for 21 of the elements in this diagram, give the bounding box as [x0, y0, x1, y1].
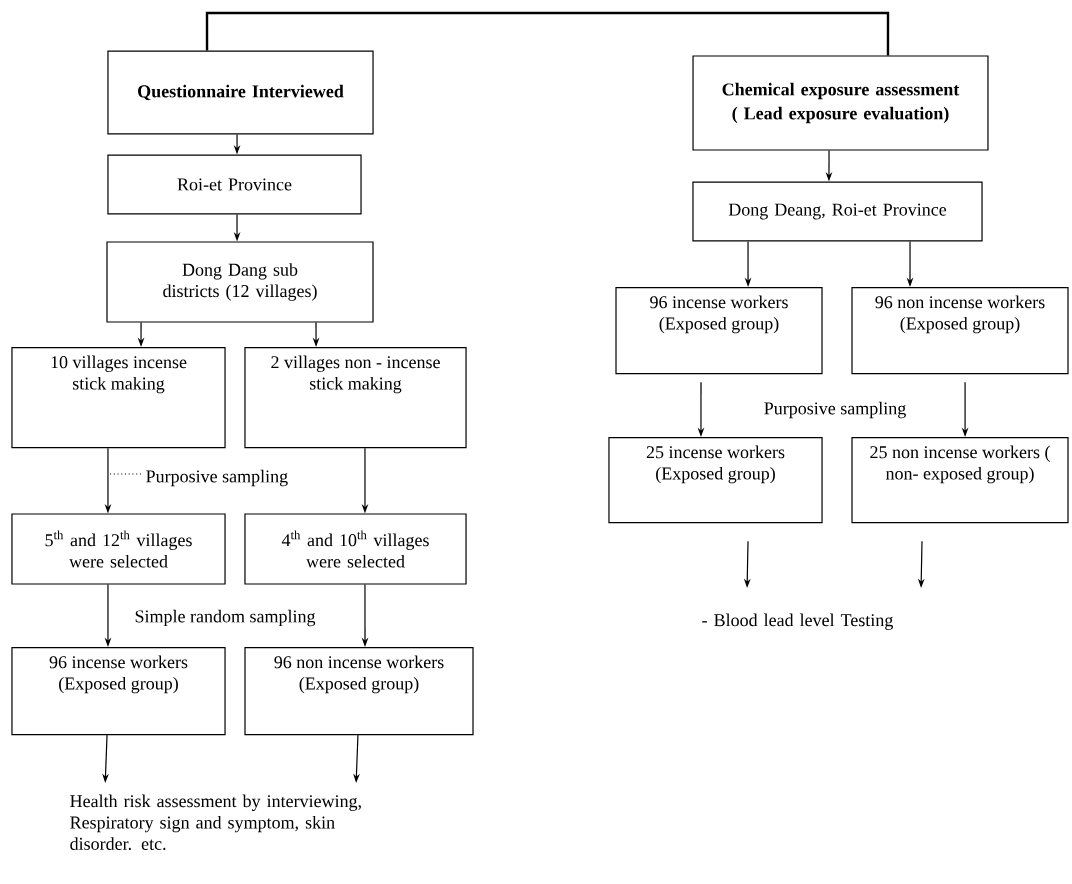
process-box: 25 incense workers (Exposed group)	[608, 437, 823, 524]
note-text: - Blood lead level Testing	[702, 613, 893, 630]
process-box: 96 incense workers (Exposed group)	[615, 287, 823, 375]
process-box: 5$^{th}$ and 12$^{th}$ villages were selected	[11, 513, 226, 585]
sampling-label: Purposive sampling	[764, 401, 906, 419]
process-box: 25 non incense workers ( non- exposed group)	[851, 437, 1069, 524]
process-box: 10 villages incense stick making	[11, 347, 226, 449]
note-text: Health risk assessment by interviewing, Respiratory sign and symptom, skin disorder. etc.	[70, 794, 361, 850]
connector-line	[205, 11, 890, 56]
process-box: 96 non incense workers (Exposed group)	[244, 647, 474, 736]
process-box: Dong Dang sub districts (12 villages)	[106, 241, 374, 323]
process-box: Questionnaire Interviewed	[107, 50, 374, 135]
process-box: 96 non incense workers (Exposed group)	[851, 287, 1069, 375]
process-box: 2 villages non - incense stick making	[244, 347, 467, 449]
edge-label: Purposive sampling	[146, 469, 288, 487]
process-box: Dong Deang, Roi-et Province	[692, 181, 983, 242]
process-box: Roi-et Province	[107, 154, 362, 215]
sampling-label: Simple random sampling	[135, 609, 316, 627]
process-box: Chemical exposure assessment ( Lead exposure evaluation)	[692, 55, 989, 151]
process-box: 4$^{th}$ and 10$^{th}$ villages were selected	[244, 513, 467, 585]
process-box: 96 incense workers (Exposed group)	[11, 647, 226, 736]
